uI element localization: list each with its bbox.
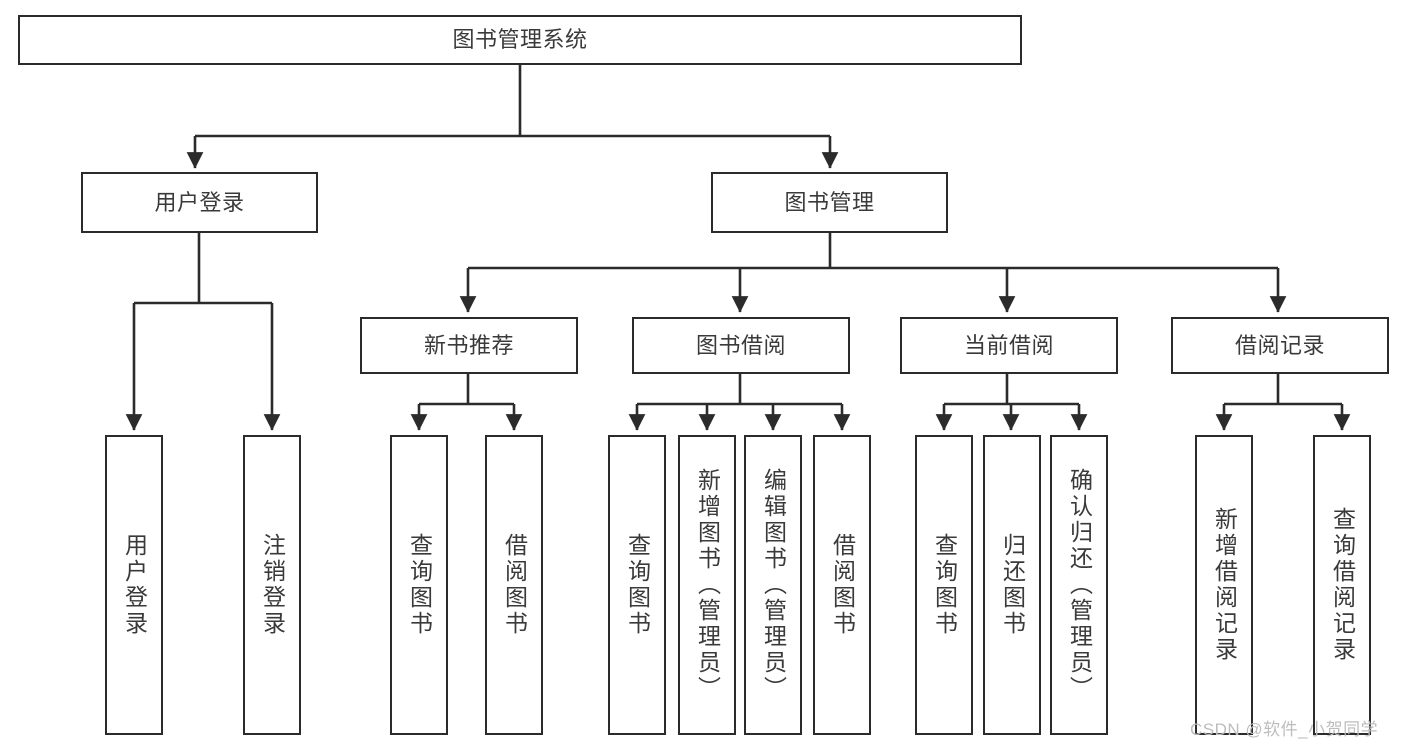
leaf-logout-label: 注销登录	[259, 533, 286, 637]
leaf-current-return-book[interactable]: 归还图书	[983, 435, 1041, 735]
leaf-current-confirm-return-label: 确认归还（管理员）	[1066, 468, 1093, 702]
node-new-book-recommend[interactable]: 新书推荐	[360, 317, 578, 374]
node-book-borrow[interactable]: 图书借阅	[632, 317, 850, 374]
node-book-management[interactable]: 图书管理	[711, 172, 948, 233]
node-current-borrow-label: 当前借阅	[963, 332, 1054, 358]
leaf-user-login-label: 用户登录	[121, 533, 148, 637]
leaf-borrow-edit-book[interactable]: 编辑图书（管理员）	[744, 435, 802, 735]
node-user-login-label: 用户登录	[154, 189, 245, 215]
node-root-label: 图书管理系统	[452, 27, 588, 53]
leaf-current-query-book-label: 查询图书	[931, 533, 958, 637]
leaf-newbook-query-book[interactable]: 查询图书	[390, 435, 448, 735]
node-book-borrow-label: 图书借阅	[695, 332, 786, 358]
leaf-borrow-query-book-label: 查询图书	[624, 533, 651, 637]
leaf-newbook-query-book-label: 查询图书	[406, 533, 433, 637]
node-user-login[interactable]: 用户登录	[81, 172, 318, 233]
leaf-record-add-label: 新增借阅记录	[1211, 507, 1238, 663]
node-borrow-record-label: 借阅记录	[1234, 332, 1325, 358]
leaf-borrow-query-book[interactable]: 查询图书	[608, 435, 666, 735]
leaf-borrow-edit-book-label: 编辑图书（管理员）	[760, 468, 787, 702]
leaf-current-return-book-label: 归还图书	[999, 533, 1026, 637]
leaf-borrow-borrow-book-label: 借阅图书	[829, 533, 856, 637]
leaf-newbook-borrow-book[interactable]: 借阅图书	[485, 435, 543, 735]
leaf-current-confirm-return[interactable]: 确认归还（管理员）	[1050, 435, 1108, 735]
node-book-management-label: 图书管理	[784, 189, 875, 215]
watermark: CSDN @软件_小贺同学	[1190, 720, 1379, 739]
node-new-book-recommend-label: 新书推荐	[423, 332, 514, 358]
leaf-record-add[interactable]: 新增借阅记录	[1195, 435, 1253, 735]
leaf-logout[interactable]: 注销登录	[243, 435, 301, 735]
leaf-record-query[interactable]: 查询借阅记录	[1313, 435, 1371, 735]
leaf-current-query-book[interactable]: 查询图书	[915, 435, 973, 735]
node-borrow-record[interactable]: 借阅记录	[1171, 317, 1389, 374]
leaf-borrow-add-book-label: 新增图书（管理员）	[694, 468, 721, 702]
leaf-user-login[interactable]: 用户登录	[105, 435, 163, 735]
node-root[interactable]: 图书管理系统	[18, 15, 1022, 65]
leaf-newbook-borrow-book-label: 借阅图书	[501, 533, 528, 637]
leaf-borrow-add-book[interactable]: 新增图书（管理员）	[678, 435, 736, 735]
node-current-borrow[interactable]: 当前借阅	[900, 317, 1118, 374]
leaf-borrow-borrow-book[interactable]: 借阅图书	[813, 435, 871, 735]
leaf-record-query-label: 查询借阅记录	[1329, 507, 1356, 663]
